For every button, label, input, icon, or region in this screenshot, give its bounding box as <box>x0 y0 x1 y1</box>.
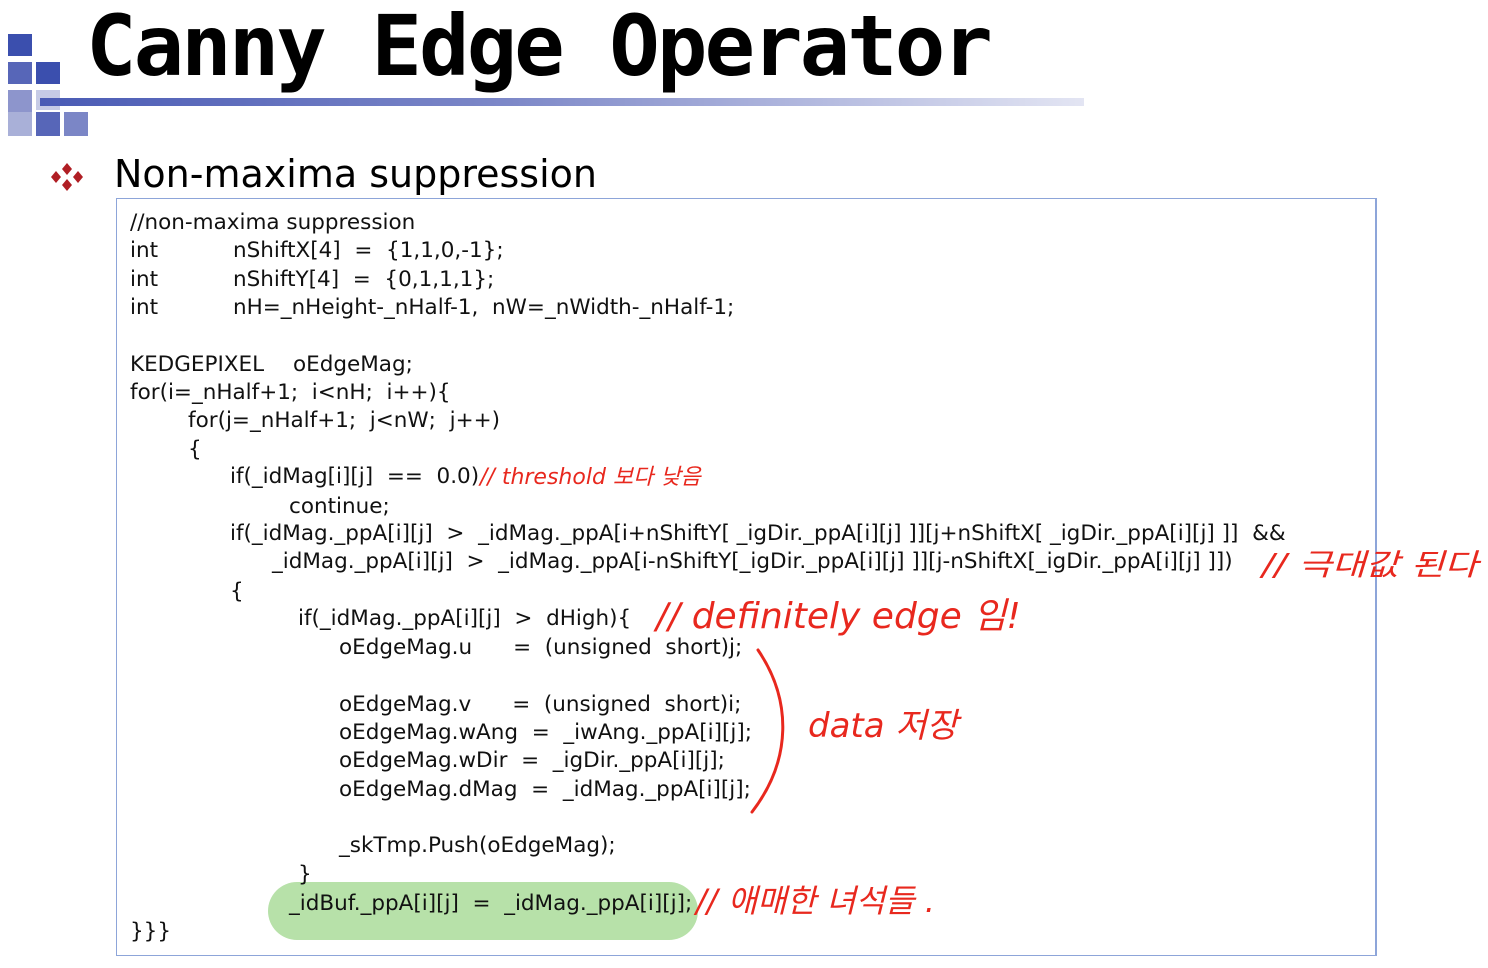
code-line: KEDGEPIXEL <box>130 352 265 377</box>
code-line: if(_idMag._ppA[i][j] > dHigh){ <box>298 606 632 631</box>
code-line: //non-maxima suppression <box>130 210 416 235</box>
code-line: oEdgeMag.dMag = _idMag._ppA[i][j]; <box>339 777 751 802</box>
code-line: nShiftX[4] = {1,1,0,-1}; <box>233 238 504 263</box>
slide-title: Canny Edge Operator <box>86 0 993 95</box>
code-line: continue; <box>289 494 390 519</box>
code-line: { <box>188 437 202 462</box>
slide-logo-blocks <box>8 34 88 136</box>
code-line: nH=_nHeight-_nHalf-1, nW=_nWidth-_nHalf-… <box>233 295 735 320</box>
code-line: }}} <box>130 919 172 944</box>
code-box <box>116 198 1377 956</box>
code-line: _idMag._ppA[i][j] > _idMag._ppA[i-nShift… <box>272 549 1233 574</box>
code-line: for(j=_nHalf+1; j<nW; j++) <box>188 408 500 433</box>
highlight-ambiguous-line <box>268 882 698 940</box>
code-line: if(_idMag[i][j] == 0.0) <box>230 464 480 489</box>
code-line: { <box>230 579 244 604</box>
code-line: if(_idMag._ppA[i][j] > _idMag._ppA[i+nSh… <box>230 521 1286 546</box>
code-line: _idBuf._ppA[i][j] = _idMag._ppA[i][j]; <box>289 891 693 916</box>
code-line: oEdgeMag.u = (unsigned short)j; <box>339 635 743 660</box>
code-line: for(i=_nHalf+1; i<nH; i++){ <box>130 380 451 405</box>
code-line: nShiftY[4] = {0,1,1,1}; <box>233 267 495 292</box>
section-heading: Non-maxima suppression <box>114 152 597 196</box>
code-line: int <box>130 267 159 292</box>
diamond-bullet-icon <box>51 163 83 191</box>
code-line: oEdgeMag.v = (unsigned short)i; <box>339 692 742 717</box>
code-line: int <box>130 295 159 320</box>
title-underline <box>40 98 1084 106</box>
code-line: oEdgeMag.wDir = _igDir._ppA[i][j]; <box>339 748 725 773</box>
code-line: } <box>298 862 312 887</box>
code-line: oEdgeMag.wAng = _iwAng._ppA[i][j]; <box>339 720 753 745</box>
code-line: int <box>130 238 159 263</box>
code-line: _skTmp.Push(oEdgeMag); <box>339 833 616 858</box>
code-line: oEdgeMag; <box>293 352 413 377</box>
